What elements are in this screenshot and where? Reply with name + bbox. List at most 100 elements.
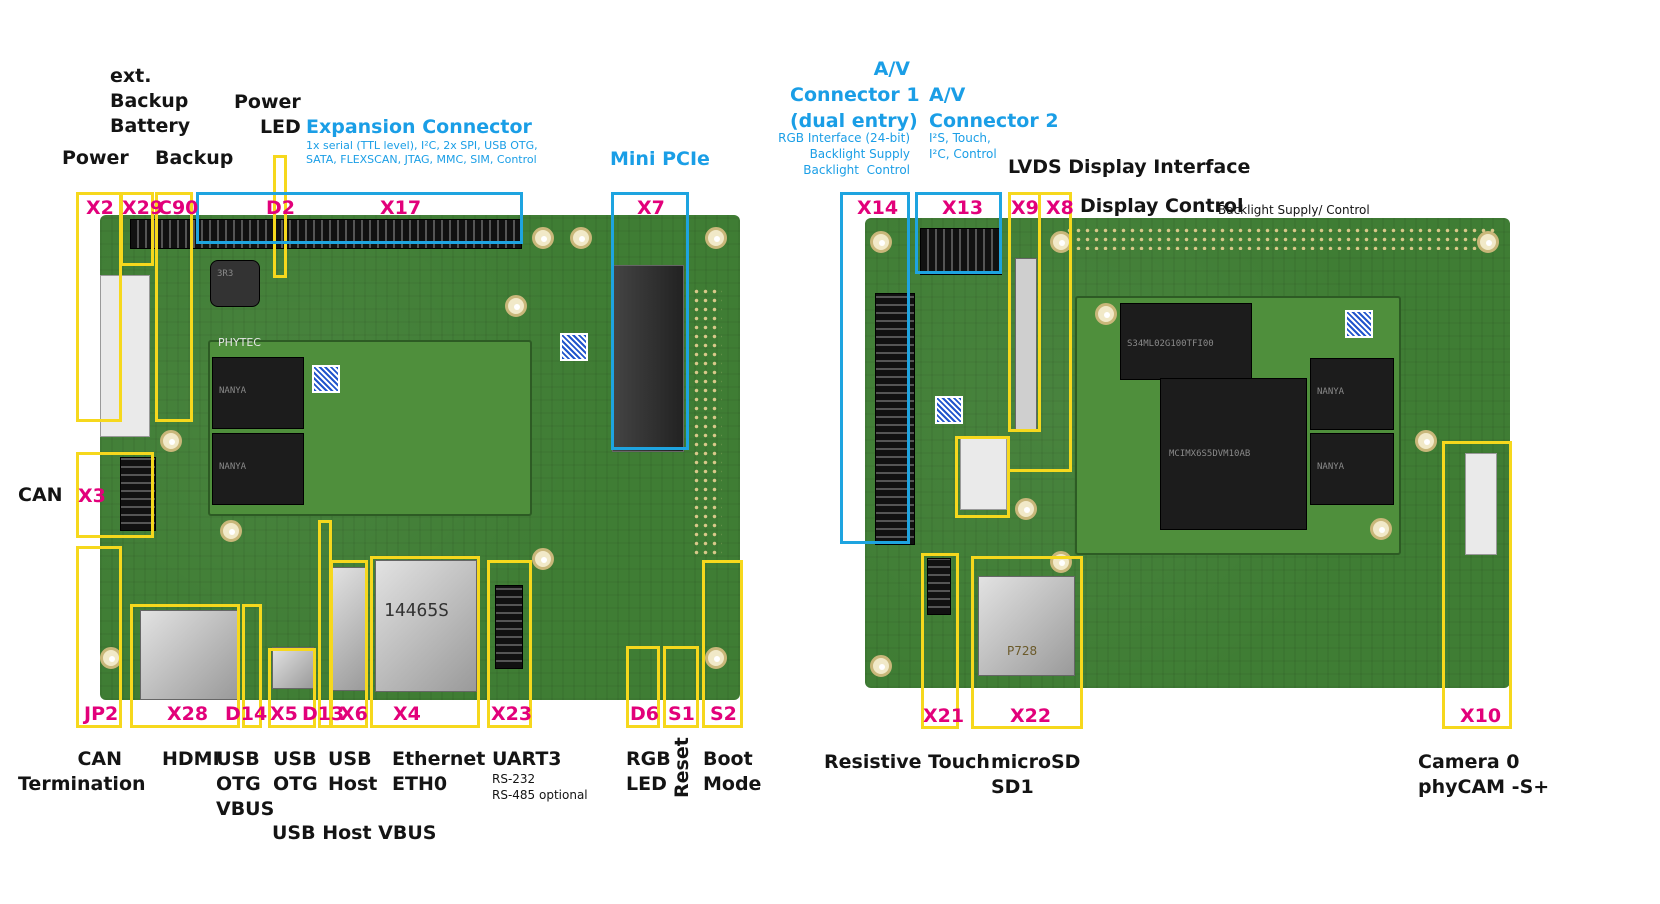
callout-usb-host: USB Host bbox=[328, 748, 378, 795]
callout-reset: Reset bbox=[671, 737, 693, 798]
designator-x9: X9 bbox=[1011, 197, 1039, 219]
box-x3 bbox=[76, 452, 154, 538]
callout-backup: Backup bbox=[155, 147, 234, 169]
callout-hdmi: HDMI bbox=[162, 748, 220, 770]
designator-x29: X29 bbox=[122, 197, 164, 219]
qr-label bbox=[935, 396, 963, 424]
mount-hole bbox=[1095, 303, 1117, 325]
box-x14 bbox=[840, 192, 910, 544]
box-d6 bbox=[626, 646, 660, 728]
box-x4 bbox=[370, 556, 480, 728]
av1-detail: RGB Interface (24-bit) Backlight Supply … bbox=[778, 131, 910, 177]
mount-hole bbox=[705, 227, 727, 249]
mount-hole bbox=[1415, 430, 1437, 452]
box-c90 bbox=[155, 192, 193, 422]
box-x22 bbox=[971, 556, 1083, 729]
box-s1 bbox=[663, 646, 699, 728]
designator-x3: X3 bbox=[78, 485, 106, 507]
designator-x10: X10 bbox=[1460, 705, 1502, 727]
box-d14 bbox=[242, 604, 262, 728]
pcie-area-holes bbox=[692, 287, 722, 557]
sd-marking: P728 bbox=[1007, 644, 1038, 658]
av1-title: A/V Connector 1 (dual entry) bbox=[790, 58, 920, 132]
box-x2 bbox=[76, 192, 122, 422]
designator-d2: D2 bbox=[266, 197, 295, 219]
designator-c90: C90 bbox=[158, 197, 199, 219]
callout-camera: Camera 0 phyCAM -S+ bbox=[1418, 751, 1550, 798]
callout-power: Power bbox=[62, 147, 129, 169]
mount-hole bbox=[1370, 518, 1392, 540]
designator-x8: X8 bbox=[1046, 197, 1074, 219]
box-x13 bbox=[915, 192, 1002, 274]
box-display-control bbox=[955, 436, 1010, 518]
callout-rgb-led: RGB LED bbox=[626, 748, 671, 795]
box-x6 bbox=[330, 560, 368, 728]
expansion-header bbox=[130, 219, 522, 249]
callout-usb-otg: USB OTG bbox=[273, 748, 318, 795]
designator-x23: X23 bbox=[491, 703, 533, 725]
right-board: S34ML02G100TFI00 MCIMX6S5DVM10AB NANYA N… bbox=[865, 218, 1510, 688]
designator-d14: D14 bbox=[225, 703, 268, 725]
nand-flash: S34ML02G100TFI00 bbox=[1120, 303, 1252, 380]
box-d2 bbox=[273, 155, 287, 278]
ram-chip-1: NANYA bbox=[1310, 358, 1394, 430]
mount-hole bbox=[1050, 231, 1072, 253]
box-x28 bbox=[130, 604, 240, 728]
mount-hole bbox=[160, 430, 182, 452]
usb-host-connector bbox=[330, 567, 368, 691]
box-x23 bbox=[487, 560, 532, 728]
ethernet-jack: 14465S bbox=[375, 560, 477, 692]
touch-header bbox=[927, 558, 951, 615]
ram-chip-2: NANYA bbox=[1310, 433, 1394, 505]
camera-connector bbox=[1465, 453, 1497, 555]
box-x7 bbox=[611, 192, 689, 450]
callout-ethernet: Ethernet ETH0 bbox=[392, 748, 486, 795]
designator-jp2: JP2 bbox=[84, 703, 119, 725]
box-x21 bbox=[921, 553, 959, 729]
ram-chip-2: NANYA bbox=[212, 433, 304, 505]
designator-x21: X21 bbox=[923, 705, 965, 727]
mount-hole bbox=[1477, 231, 1499, 253]
box-x10 bbox=[1442, 441, 1512, 729]
designator-x28: X28 bbox=[167, 703, 209, 725]
mount-hole bbox=[870, 231, 892, 253]
usb-otg-connector bbox=[272, 647, 314, 689]
expansion-connector-title: Expansion Connector bbox=[306, 116, 532, 138]
qr-label bbox=[312, 365, 340, 393]
designator-x5: X5 bbox=[270, 703, 298, 725]
designator-x17: X17 bbox=[380, 197, 422, 219]
mount-hole bbox=[220, 520, 242, 542]
callout-can-termination: CAN Termination bbox=[18, 748, 146, 795]
top-edge-holes bbox=[1065, 226, 1495, 250]
mount-hole bbox=[532, 227, 554, 249]
callout-can: CAN bbox=[18, 484, 63, 506]
designator-s2: S2 bbox=[710, 703, 737, 725]
display-control-detail: Backlight Supply/ Control bbox=[1218, 203, 1370, 217]
ram-chip-1: NANYA bbox=[212, 357, 304, 429]
mount-hole bbox=[1015, 498, 1037, 520]
designator-x6: X6 bbox=[340, 703, 368, 725]
ethernet-jack-label: 14465S bbox=[384, 600, 450, 621]
designator-d13: D13 bbox=[302, 703, 345, 725]
designator-x2: X2 bbox=[86, 197, 114, 219]
mount-hole bbox=[532, 548, 554, 570]
designator-d6: D6 bbox=[630, 703, 659, 725]
power-connector bbox=[100, 275, 150, 437]
mount-hole bbox=[870, 655, 892, 677]
av2-detail: I²S, Touch, I²C, Control bbox=[929, 131, 997, 161]
designator-x4: X4 bbox=[393, 703, 421, 725]
microsd-socket: P728 bbox=[978, 576, 1075, 676]
callout-power-led: Power LED bbox=[234, 91, 301, 138]
inductor: 3R3 bbox=[210, 260, 260, 307]
callout-ext-backup-battery: ext. Backup Battery bbox=[110, 65, 191, 137]
mount-hole bbox=[570, 227, 592, 249]
box-x8 bbox=[1010, 192, 1072, 472]
cpu-chip: MCIMX6S5DVM10AB bbox=[1160, 378, 1307, 530]
mini-pcie-title: Mini PCIe bbox=[610, 148, 710, 170]
box-x17 bbox=[196, 192, 523, 244]
mount-hole bbox=[505, 295, 527, 317]
phytec-silkscreen: PHYTEC bbox=[218, 336, 261, 349]
box-x5 bbox=[268, 648, 316, 728]
designator-s1: S1 bbox=[668, 703, 695, 725]
av2-header bbox=[920, 228, 1002, 275]
